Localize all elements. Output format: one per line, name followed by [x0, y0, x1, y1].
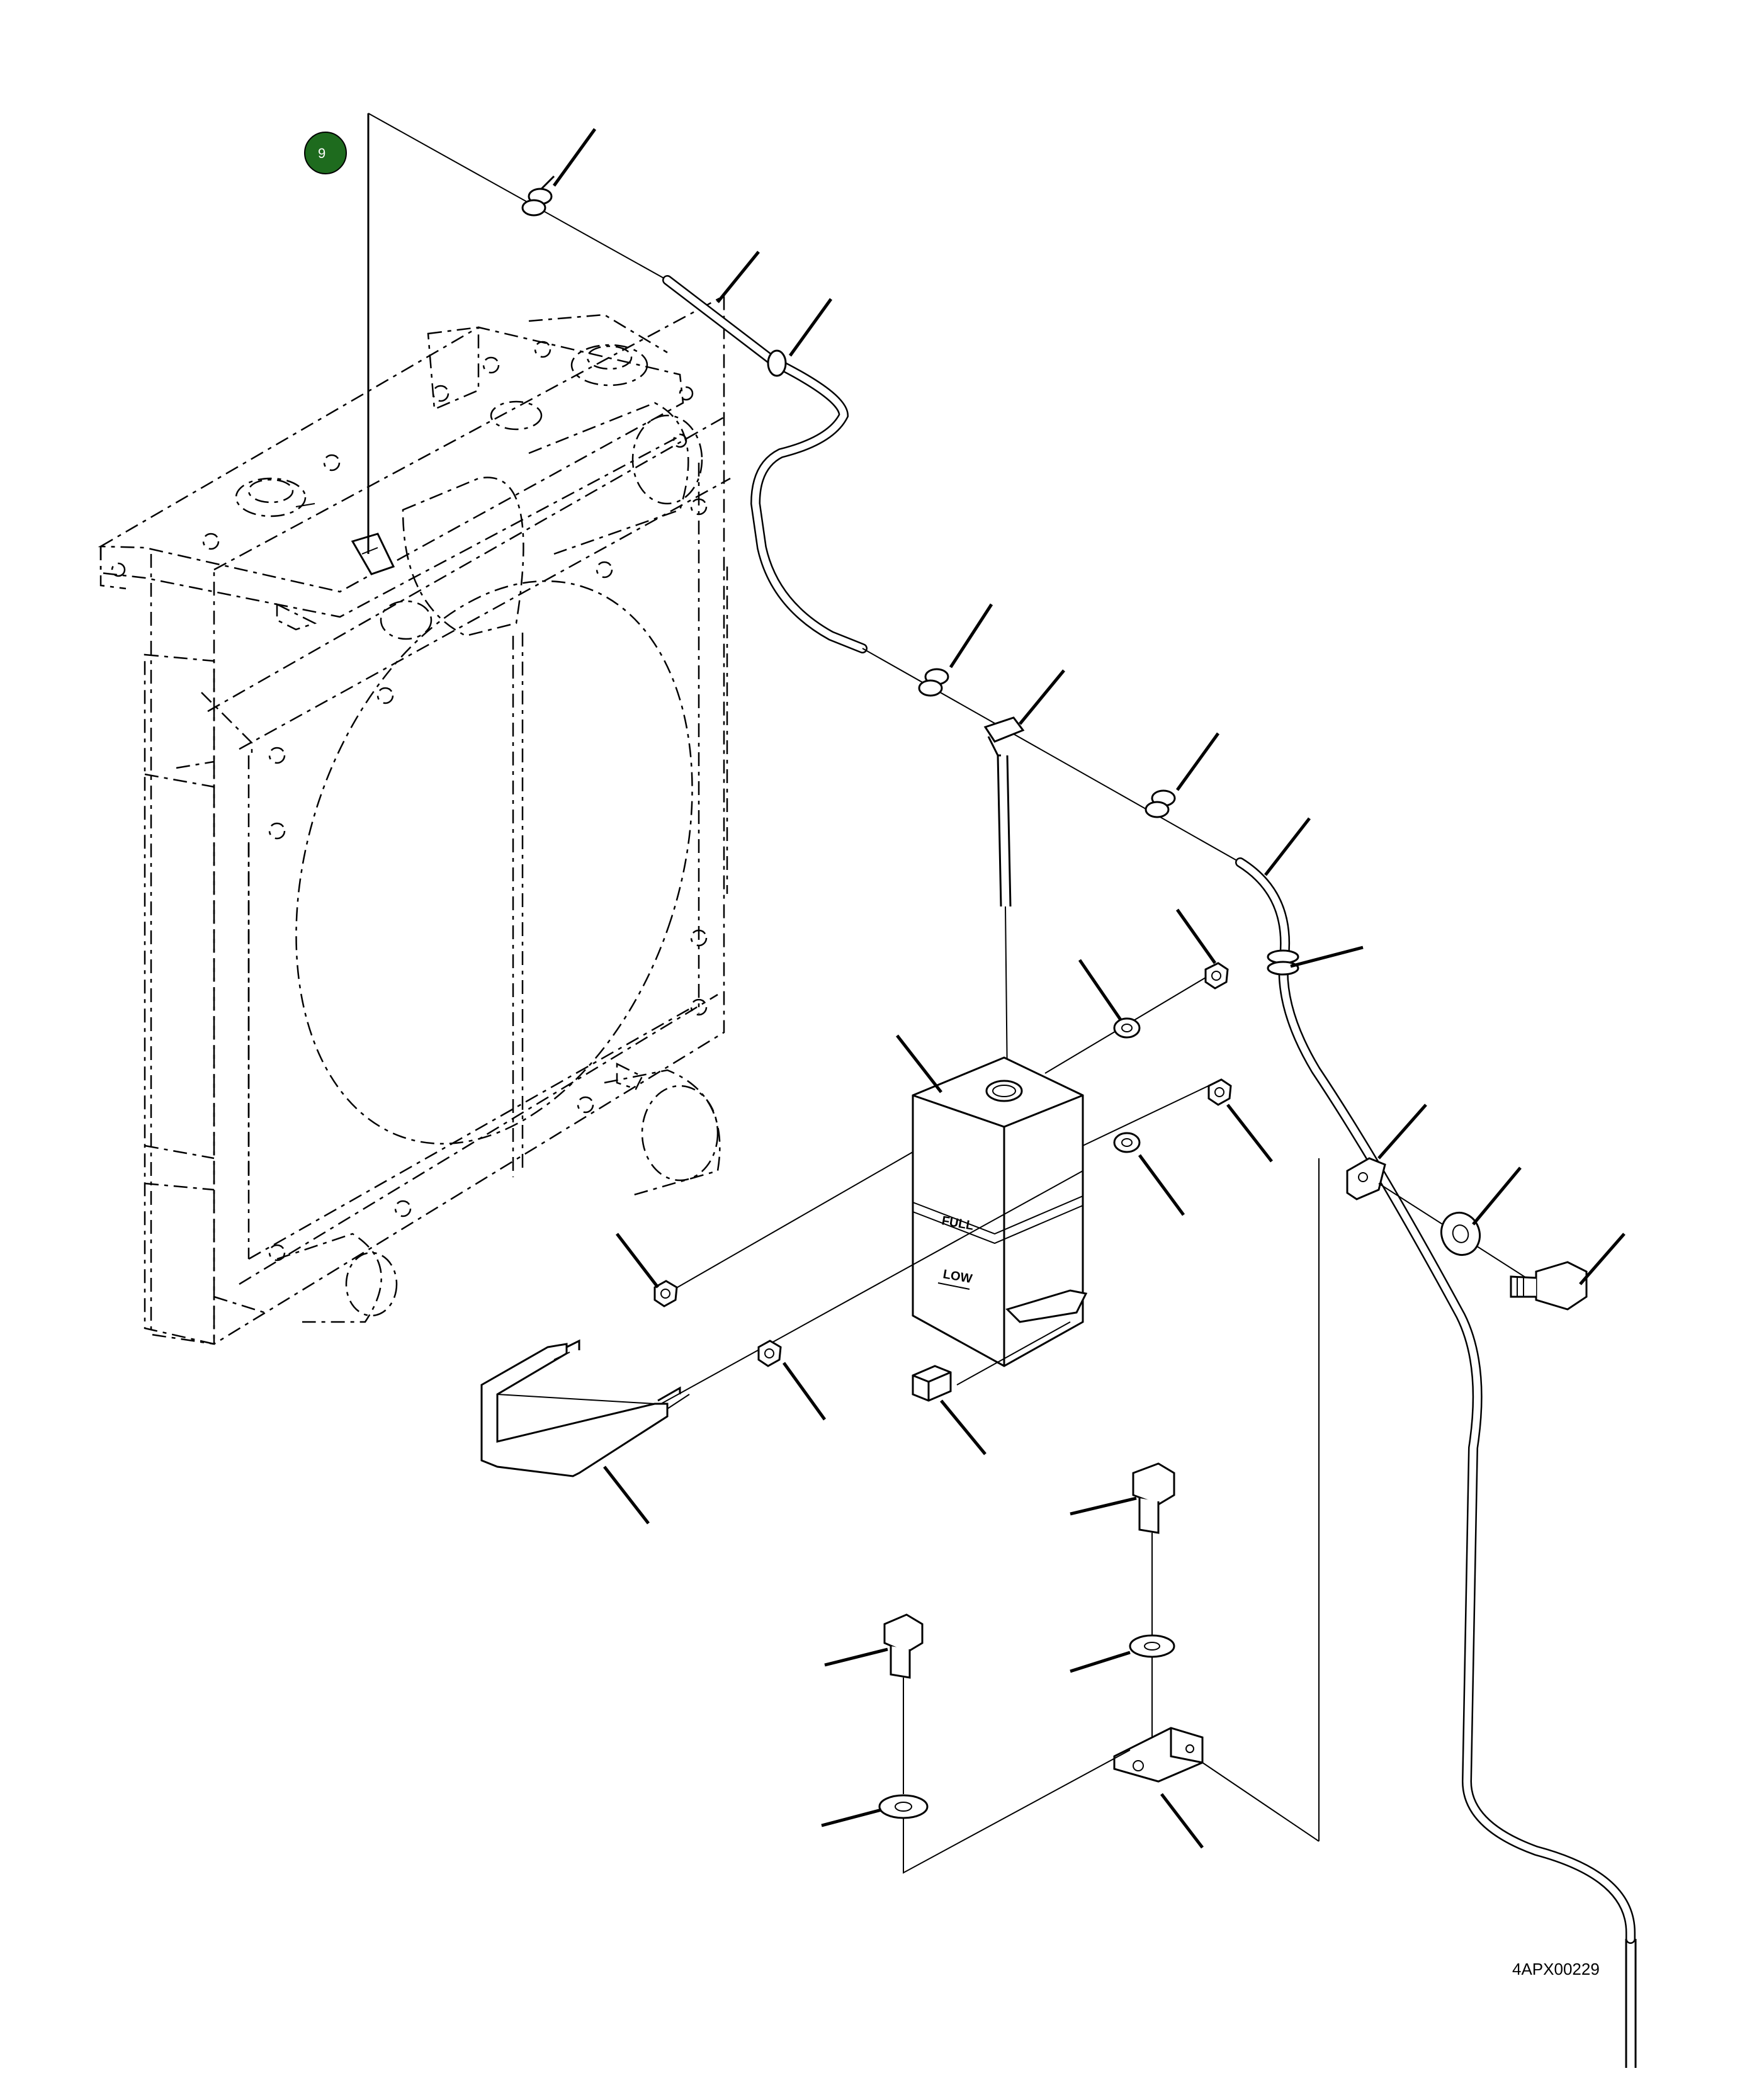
hose-fitting-top: [767, 349, 787, 377]
p-clamp: [1346, 1157, 1386, 1200]
callout-label: 9: [318, 145, 325, 161]
nut-left-lower: [757, 1340, 782, 1367]
tee-fitting: [983, 716, 1025, 757]
bolt-upper: [1132, 1462, 1175, 1534]
callout-9: 9: [304, 132, 347, 174]
nut-upper-right: [1204, 962, 1229, 990]
washer-lower: [1113, 1132, 1141, 1153]
washer-upper: [1113, 1017, 1141, 1039]
hose-clamp-top: [521, 175, 555, 217]
leader-lines: [552, 128, 1625, 1849]
hose-clamp-mid: [918, 668, 949, 697]
radiator-assembly: [98, 294, 731, 1345]
washer-lower-left: [878, 1794, 929, 1819]
nut-left-upper: [653, 1280, 678, 1307]
coolant-reservoir: FULL LOW: [912, 1056, 1088, 1367]
clamp-washer: [1440, 1211, 1481, 1256]
vent-tube: [997, 755, 1012, 1083]
hold-down-strap: [480, 1339, 690, 1477]
hose-clamp-side: [1267, 949, 1299, 976]
washer-upper-right: [1129, 1634, 1175, 1658]
nut-lower-right: [1207, 1078, 1232, 1106]
sensor-connector: [912, 1365, 952, 1402]
bolt-left: [883, 1613, 924, 1679]
mounting-bracket: [1113, 1727, 1204, 1783]
clamp-bolt: [1510, 1261, 1588, 1311]
hose-clamp-lower: [1145, 789, 1176, 818]
coolant-level-sensor: [295, 503, 395, 575]
figure-id: 4APX00229: [1512, 1960, 1600, 1979]
radiator-bolts: [111, 341, 708, 1262]
